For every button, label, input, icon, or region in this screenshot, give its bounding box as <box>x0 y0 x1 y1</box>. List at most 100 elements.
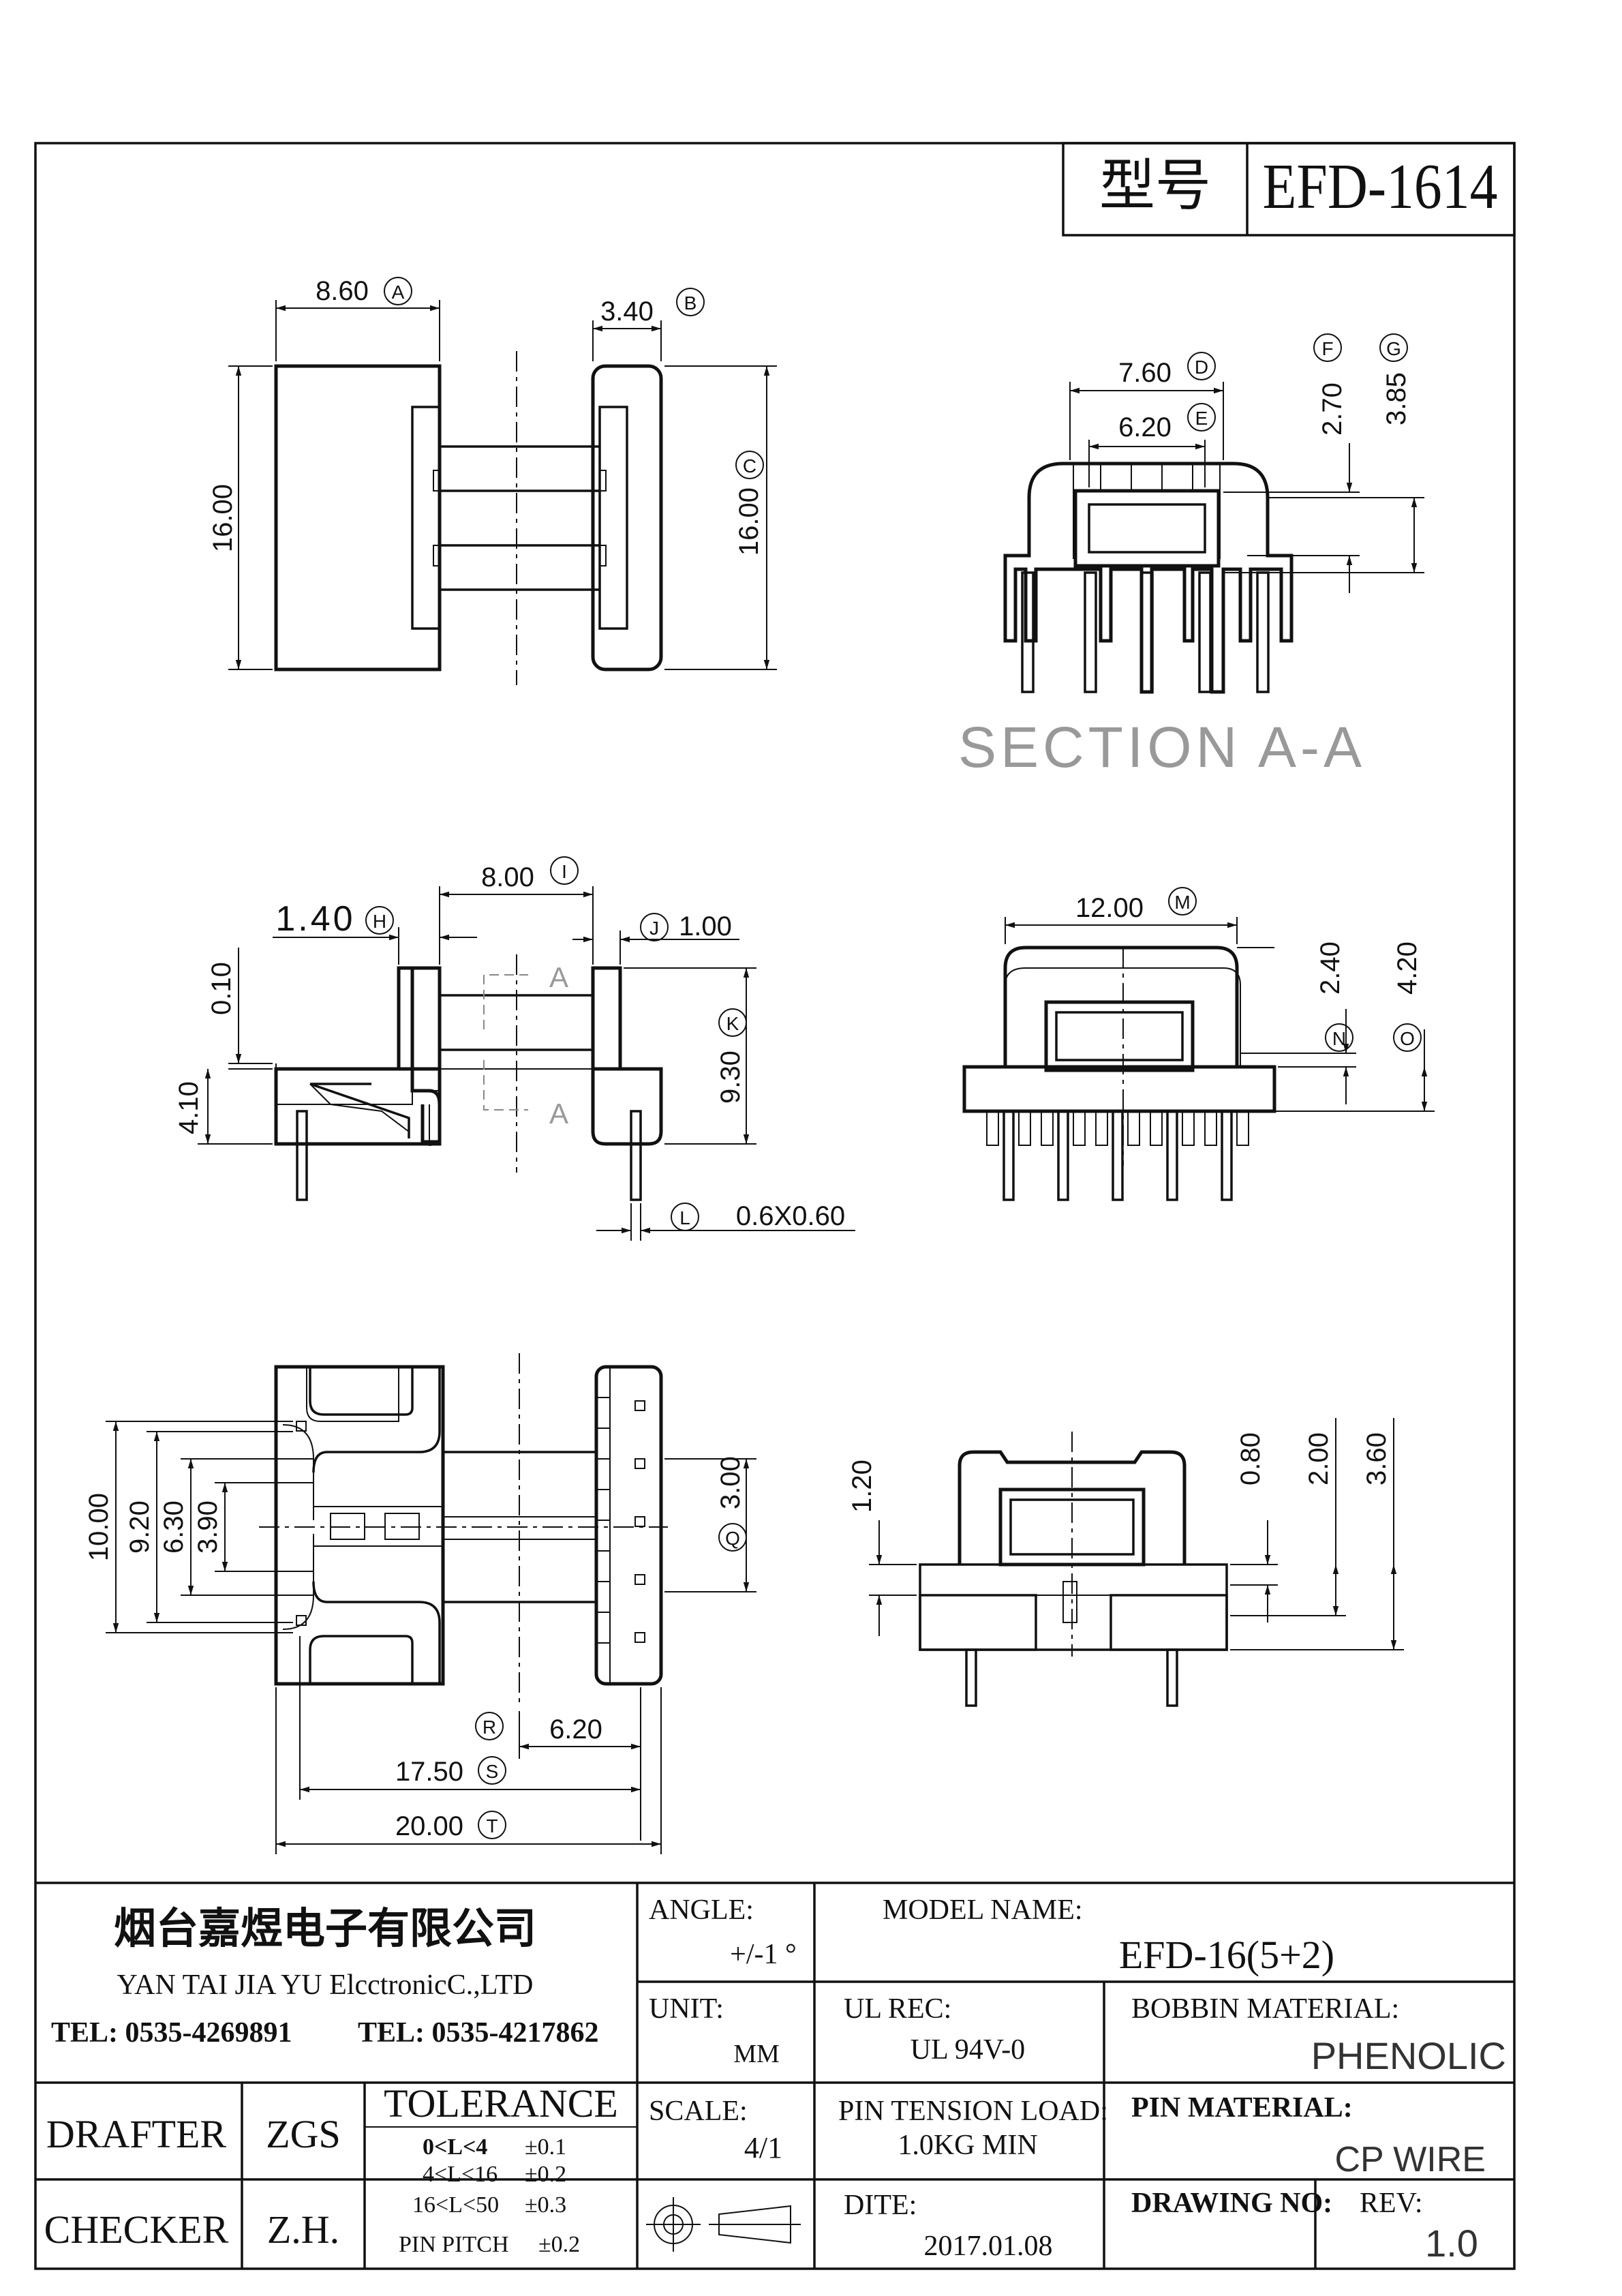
model-name-label: MODEL NAME: <box>883 1894 1083 1926</box>
dim-s-tag: S <box>486 1761 499 1782</box>
dim-bot-9-20: 9.20 <box>125 1500 155 1554</box>
date-value: 2017.01.08 <box>924 2231 1053 2262</box>
dim-n-value: 2.40 <box>1315 941 1345 995</box>
dim-o-tag-circle <box>1393 1023 1422 1052</box>
dim-t-tag-circle <box>478 1811 506 1839</box>
pin-material-value: CP WIRE <box>1334 2140 1486 2179</box>
angle-label: ANGLE: <box>649 1894 754 1926</box>
dim-br-0-80: 0.80 <box>1236 1432 1266 1485</box>
tolerance-value-3: ±0.3 <box>525 2192 566 2218</box>
dim-e-value: 6.20 <box>1118 412 1172 442</box>
rev-value: 1.0 <box>1425 2222 1478 2265</box>
drafter-value: ZGS <box>266 2112 341 2156</box>
dim-q-tag-circle <box>718 1523 747 1552</box>
drawing-no-label: DRAWING NO: <box>1131 2188 1332 2219</box>
drafter-label: DRAFTER <box>46 2112 227 2156</box>
pin-material-label: PIN MATERIAL: <box>1131 2092 1353 2124</box>
dim-m-tag-circle <box>1168 887 1197 916</box>
tolerance-value-2: ±0.2 <box>525 2162 566 2187</box>
dim-f-value: 2.70 <box>1317 382 1347 436</box>
dim-side-4-10: 4.10 <box>174 1081 204 1134</box>
dim-a-value: 8.60 <box>316 276 369 306</box>
company-name-en: YAN TAI JIA YU ElcctronicC.,LTD <box>117 1969 533 2001</box>
dim-i-tag-circle <box>550 856 579 885</box>
dim-d-value: 7.60 <box>1118 358 1172 388</box>
dim-i-value: 8.00 <box>481 862 534 892</box>
pin-tension-label: PIN TENSION LOAD: <box>838 2096 1108 2127</box>
dim-g-tag: G <box>1386 338 1401 359</box>
dim-c-tag-circle <box>735 451 764 479</box>
ul-rec-label: UL REC: <box>844 1993 951 2025</box>
date-label: DITE: <box>844 2190 917 2221</box>
tolerance-range-1: 0<L<4 <box>423 2134 487 2160</box>
dim-s-value: 17.50 <box>395 1757 463 1787</box>
dim-n-tag-circle <box>1325 1023 1353 1052</box>
dim-h-value: 1.40 <box>275 899 355 939</box>
dim-m-value: 12.00 <box>1075 893 1144 923</box>
dim-left-height: 16.00 <box>208 484 238 552</box>
tolerance-range-3: 16<L<50 <box>412 2192 499 2218</box>
dim-k-value: 9.30 <box>716 1051 746 1104</box>
dim-h-tag: H <box>373 911 386 932</box>
dim-f-tag-circle <box>1313 333 1342 362</box>
dim-b-tag-circle <box>676 288 705 316</box>
dim-l-value: 0.6X0.60 <box>736 1201 845 1231</box>
rev-label: REV: <box>1360 2188 1423 2219</box>
dim-j-tag-circle <box>640 913 669 941</box>
dim-s-tag-circle <box>478 1756 506 1785</box>
dim-bot-6-30: 6.30 <box>159 1500 189 1554</box>
dim-q-value: 3.00 <box>716 1456 746 1509</box>
view-section-aa: 7.60 D 6.20 E 2.70 F 3.85 G SECTION A-A <box>958 333 1424 779</box>
pin-tension-value: 1.0KG MIN <box>898 2130 1037 2161</box>
dim-j-tag: J <box>649 918 659 939</box>
model-name-value: EFD-16(5+2) <box>1119 1933 1334 1977</box>
dim-d-tag: D <box>1195 357 1208 378</box>
dim-t-value: 20.00 <box>395 1811 463 1841</box>
dim-a-tag: A <box>392 282 405 303</box>
dim-c-value: 16.00 <box>734 487 764 556</box>
view-end-right: 1.20 0.80 2.00 3.60 <box>847 1418 1404 1707</box>
dim-h-tag-circle <box>365 906 394 935</box>
dim-k-tag: K <box>726 1013 739 1034</box>
section-marker-top: A <box>549 961 568 993</box>
dim-br-2-00: 2.00 <box>1304 1432 1334 1485</box>
bobbin-material-value: PHENOLIC <box>1311 2034 1506 2077</box>
company-tel-1: TEL: 0535-4269891 <box>51 2017 292 2049</box>
dim-r-tag: R <box>483 1717 496 1738</box>
tolerance-range-2: 4<L<16 <box>423 2162 498 2187</box>
dim-t-tag: T <box>486 1815 498 1837</box>
view-side: A A 1.40 H 8.00 I J 1.00 9.30 K <box>174 856 855 1241</box>
dim-l-tag-circle <box>671 1203 699 1231</box>
company-name-cn: 烟台嘉煜电子有限公司 <box>114 1905 536 1952</box>
checker-label: CHECKER <box>44 2207 229 2252</box>
projection-symbol-icon <box>646 2197 801 2252</box>
view-bottom: 10.00 9.20 6.30 3.90 3.00 Q R 6.20 17. <box>84 1353 756 1854</box>
section-marker-bottom: A <box>549 1098 568 1130</box>
ul-rec-value: UL 94V-0 <box>911 2034 1025 2066</box>
header-label: 型号 <box>1099 155 1211 217</box>
dim-d-tag-circle <box>1187 352 1216 380</box>
dim-c-tag: C <box>743 455 756 477</box>
tolerance-title: TOLERANCE <box>384 2081 618 2126</box>
dim-k-tag-circle <box>718 1008 747 1037</box>
view-front-right: 12.00 M 2.40 N 4.20 O <box>962 887 1435 1201</box>
dim-r-tag-circle <box>475 1712 504 1740</box>
dim-o-value: 4.20 <box>1392 941 1422 995</box>
dim-j-value: 1.00 <box>679 911 732 941</box>
dim-b-tag: B <box>684 292 697 314</box>
unit-label: UNIT: <box>649 1993 724 2025</box>
angle-value: +/-1 ° <box>730 1939 797 1970</box>
view-front-top: 8.60 A 3.40 B 16.00 16.00 C <box>208 276 777 685</box>
dim-g-tag-circle <box>1379 333 1408 362</box>
dim-e-tag: E <box>1195 408 1208 429</box>
scale-label: SCALE: <box>649 2096 748 2127</box>
dim-i-tag: I <box>562 861 567 882</box>
tolerance-value-1: ±0.1 <box>525 2134 566 2160</box>
dim-m-tag: M <box>1174 892 1190 913</box>
bobbin-material-label: BOBBIN MATERIAL: <box>1131 1993 1399 2025</box>
dim-g-value: 3.85 <box>1381 372 1411 425</box>
dim-b-value: 3.40 <box>600 297 654 327</box>
checker-value: Z.H. <box>267 2207 339 2252</box>
header-model: EFD-1614 <box>1263 151 1498 222</box>
